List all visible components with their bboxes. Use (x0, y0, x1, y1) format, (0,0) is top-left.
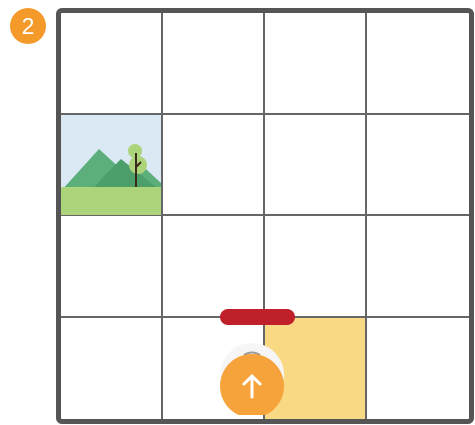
grid-cell (265, 13, 367, 115)
robot-player (216, 305, 296, 415)
grid-cell (163, 13, 265, 115)
grid-cell (61, 216, 163, 318)
grid-cell (367, 115, 469, 217)
grid-cell (61, 13, 163, 115)
grid-cell (61, 318, 163, 420)
grid-cell (265, 115, 367, 217)
grid-cell (265, 216, 367, 318)
landscape-goal-icon (61, 115, 161, 215)
grid-cell (367, 216, 469, 318)
grid-cell (367, 13, 469, 115)
grid-cell (367, 318, 469, 420)
level-badge: 2 (10, 8, 46, 44)
grid-cell (163, 216, 265, 318)
grid-cell-goal (61, 115, 163, 217)
grid-cell (163, 115, 265, 217)
level-number: 2 (22, 13, 35, 39)
